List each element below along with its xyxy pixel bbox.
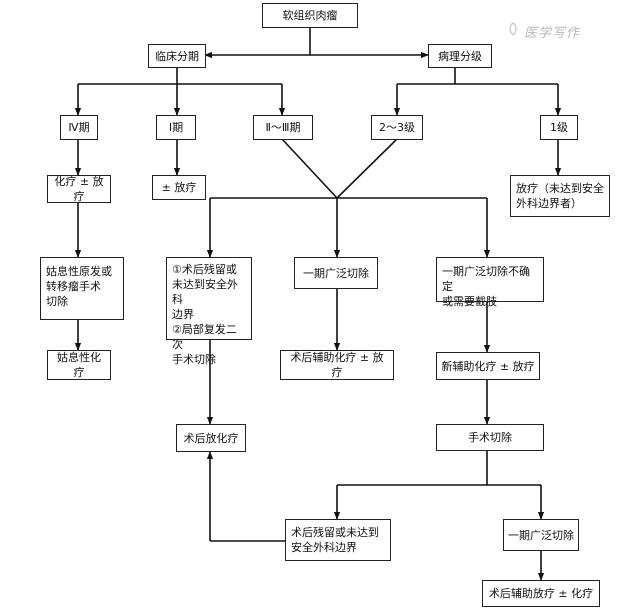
node-wide-excision-2: 一期广泛切除 bbox=[503, 519, 579, 551]
node-grade-2-3: 2～3级 bbox=[371, 115, 423, 140]
node-chemo-radio: 化疗 ± 放疗 bbox=[47, 175, 111, 203]
node-stage-1: Ⅰ期 bbox=[156, 115, 196, 140]
node-residual-margin: 术后残留或未达到 安全外科边界 bbox=[285, 519, 391, 561]
node-adjuvant-radio-chemo: 术后辅助放疗 ± 化疗 bbox=[482, 580, 600, 607]
node-stage-2-3: Ⅱ～Ⅲ期 bbox=[253, 115, 313, 140]
node-wide-excision-uncertain: 一期广泛切除不确定 或需要截肢 bbox=[436, 257, 544, 308]
node-wide-excision-1: 一期广泛切除 bbox=[294, 257, 378, 289]
node-radio-optional: ± 放疗 bbox=[152, 175, 206, 200]
node-palliative-chemo: 姑息性化疗 bbox=[47, 350, 111, 380]
watermark: 医学写作 bbox=[524, 26, 581, 41]
node-residual-reoperation: ①术后残留或 未达到安全外科 边界 ②局部复发二次 手术切除 bbox=[166, 257, 252, 366]
node-postop-radio-chemo: 术后放化疗 bbox=[176, 424, 246, 452]
node-neoadjuvant-chemo-radio: 新辅助化疗 ± 放疗 bbox=[436, 352, 540, 380]
node-surgical-resection: 手术切除 bbox=[436, 424, 544, 451]
node-radio-insufficient-margin: 放疗（未达到安全 外科边界者） bbox=[510, 175, 610, 217]
node-adjuvant-chemo-radio: 术后辅助化疗 ± 放疗 bbox=[280, 350, 394, 380]
node-stage-4: Ⅳ期 bbox=[60, 115, 98, 140]
node-clinical-stage: 临床分期 bbox=[148, 44, 206, 68]
node-palliative-surgery: 姑息性原发或 转移瘤手术 切除 bbox=[40, 257, 124, 320]
watermark-logo-icon bbox=[509, 22, 517, 36]
node-pathology-grade: 病理分级 bbox=[428, 44, 492, 68]
node-grade-1: 1级 bbox=[540, 115, 578, 140]
node-soft-tissue-sarcoma: 软组织肉瘤 bbox=[262, 3, 358, 28]
